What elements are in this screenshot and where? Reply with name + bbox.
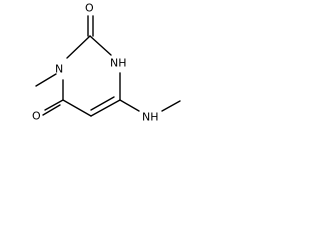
atom-label-n-ring: N (55, 63, 63, 76)
bond-c6-c5 (90, 99, 121, 117)
bond-c4-o-bottom-a (44, 99, 64, 111)
atom-label-nh-sub: NH (142, 111, 159, 124)
bond-c6-c5-inner (90, 96, 115, 111)
bond-nh-methyl (161, 100, 181, 112)
bond-c6-nh (119, 99, 140, 112)
bond-n3-methyl (35, 73, 57, 87)
bond-n3-c2 (66, 35, 91, 59)
bond-c5-c4 (62, 99, 92, 117)
atom-label-o-bottom: O (32, 110, 41, 123)
bond-c4-o-bottom-b (42, 104, 61, 116)
bond-c2-n1 (89, 35, 112, 56)
structure-diagram: O NH N O NH (32, 2, 181, 124)
atom-label-o-top: O (85, 2, 94, 15)
atom-label-nh-ring: NH (110, 57, 127, 70)
